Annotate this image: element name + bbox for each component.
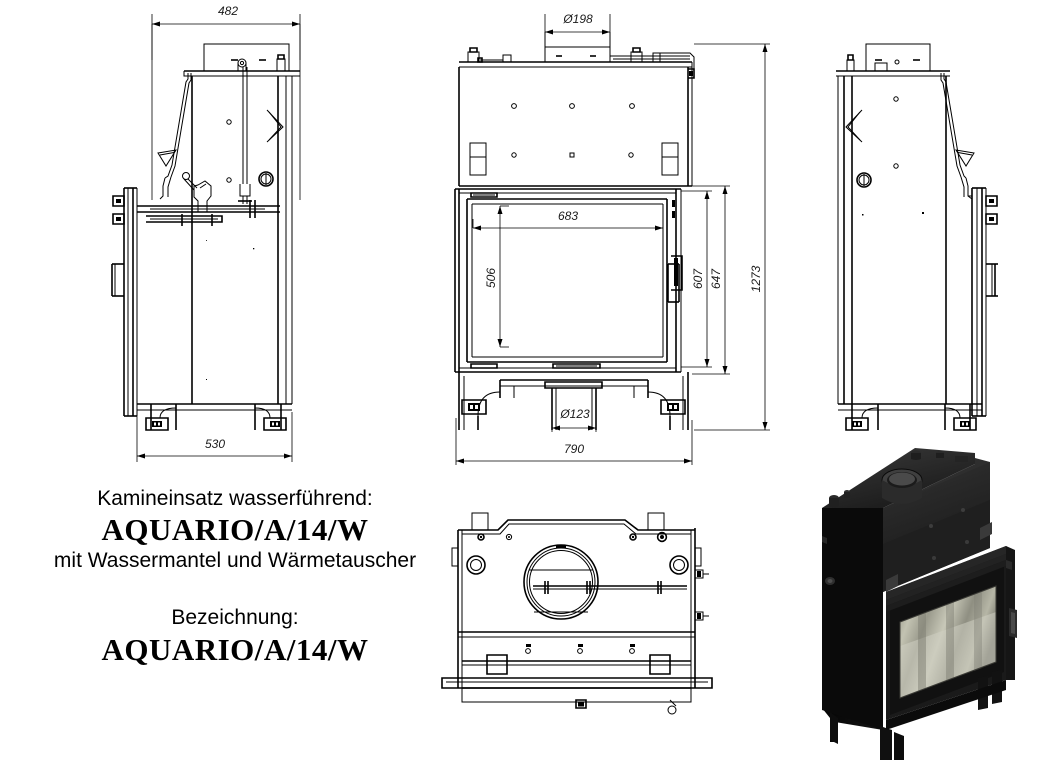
dimension-label-482: 482 bbox=[218, 4, 238, 18]
caption-model-2: AQUARIO/A/14/W bbox=[101, 632, 369, 667]
caption-heading: Kamineinsatz wasserführend: bbox=[97, 487, 373, 510]
caption-model-1: AQUARIO/A/14/W bbox=[101, 512, 369, 547]
dimension-label-123: Ø123 bbox=[559, 407, 590, 421]
dimension-label-790: 790 bbox=[564, 442, 584, 456]
dimension-123: Ø123 bbox=[551, 404, 597, 432]
render-upper-body bbox=[883, 462, 990, 592]
view-plan bbox=[441, 513, 713, 714]
dimension-607: 607 bbox=[681, 190, 712, 368]
dimension-label-1273: 1273 bbox=[749, 265, 763, 292]
render-glass-pane bbox=[899, 585, 997, 699]
dimension-label-683: 683 bbox=[558, 209, 578, 223]
render-face-studs bbox=[886, 508, 992, 592]
caption-subheading: mit Wassermantel und Wärmetauscher bbox=[53, 549, 417, 572]
render-top-fittings bbox=[829, 450, 968, 508]
dimension-1273: 1273 bbox=[694, 43, 770, 431]
dimension-label-198: Ø198 bbox=[562, 12, 593, 26]
dimension-482: 482 bbox=[151, 4, 301, 60]
render-flue-collar bbox=[881, 468, 923, 504]
product-render bbox=[822, 448, 1017, 760]
dimension-label-607: 607 bbox=[691, 268, 705, 289]
dimension-label-647: 647 bbox=[709, 268, 723, 289]
view-left-side: 482 bbox=[111, 4, 301, 462]
view-right-side bbox=[836, 44, 998, 431]
render-door-handle bbox=[1006, 546, 1017, 680]
caption-block: Kamineinsatz wasserführend: AQUARIO/A/14… bbox=[10, 486, 460, 667]
dimension-530: 530 bbox=[136, 412, 293, 462]
dimension-label-506: 506 bbox=[484, 268, 498, 288]
dimension-506: 506 bbox=[484, 205, 509, 348]
dimension-647: 647 bbox=[692, 185, 730, 375]
render-side-knob bbox=[822, 536, 835, 585]
render-left-panel bbox=[822, 508, 883, 742]
dimension-label-530: 530 bbox=[205, 437, 225, 451]
caption-label: Bezeichnung: bbox=[171, 606, 299, 629]
render-legs bbox=[830, 670, 1006, 760]
product-photo bbox=[800, 440, 1057, 760]
dimension-flue-198: Ø198 bbox=[544, 12, 611, 56]
caption-spacer bbox=[10, 574, 460, 604]
dimension-790: 790 bbox=[455, 418, 693, 465]
view-front: Ø198 bbox=[454, 12, 770, 465]
dimension-683: 683 bbox=[472, 209, 664, 231]
